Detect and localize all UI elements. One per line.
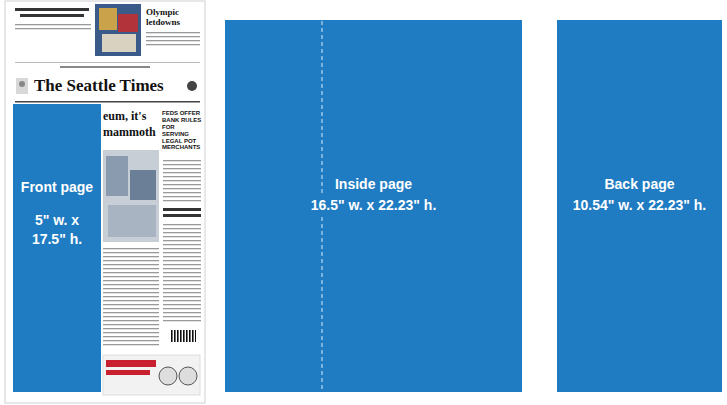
text-row: 5" w. x 17.5" h.: [13, 211, 101, 249]
text-row: Inside page: [225, 175, 522, 194]
page-dimensions: 10.54" w. x 22.23" h.: [570, 196, 709, 215]
page-dimensions: 16.5" w. x 22.23" h.: [308, 196, 440, 215]
text-group: Front page 5" w. x 17.5" h.: [13, 178, 101, 249]
headline: mammoth: [103, 126, 156, 139]
text-row: 16.5" w. x 22.23" h.: [225, 196, 522, 215]
inside-page-area: Inside page 16.5" w. x 22.23" h.: [225, 20, 522, 392]
text-row: Back page: [557, 175, 722, 194]
text-row: Front page: [13, 178, 101, 197]
text-group: Back page 10.54" w. x 22.23" h.: [557, 175, 722, 215]
page-name: Back page: [601, 175, 677, 194]
teaser-headline: Olympic letdowns: [146, 8, 202, 28]
headline: FEDS OFFER BANK RULES FOR SERVING LEGAL …: [162, 110, 203, 151]
page-name: Inside page: [332, 175, 415, 194]
page-name: Front page: [18, 178, 96, 197]
headline: eum, it's: [103, 110, 146, 123]
page-dimensions: 5" w. x 17.5" h.: [17, 211, 97, 249]
back-page-area: Back page 10.54" w. x 22.23" h.: [557, 20, 722, 392]
text-group: Inside page 16.5" w. x 22.23" h.: [225, 175, 522, 215]
front-page-area: Front page 5" w. x 17.5" h.: [13, 104, 101, 392]
text-row: 10.54" w. x 22.23" h.: [557, 196, 722, 215]
masthead: The Seattle Times: [34, 77, 164, 96]
